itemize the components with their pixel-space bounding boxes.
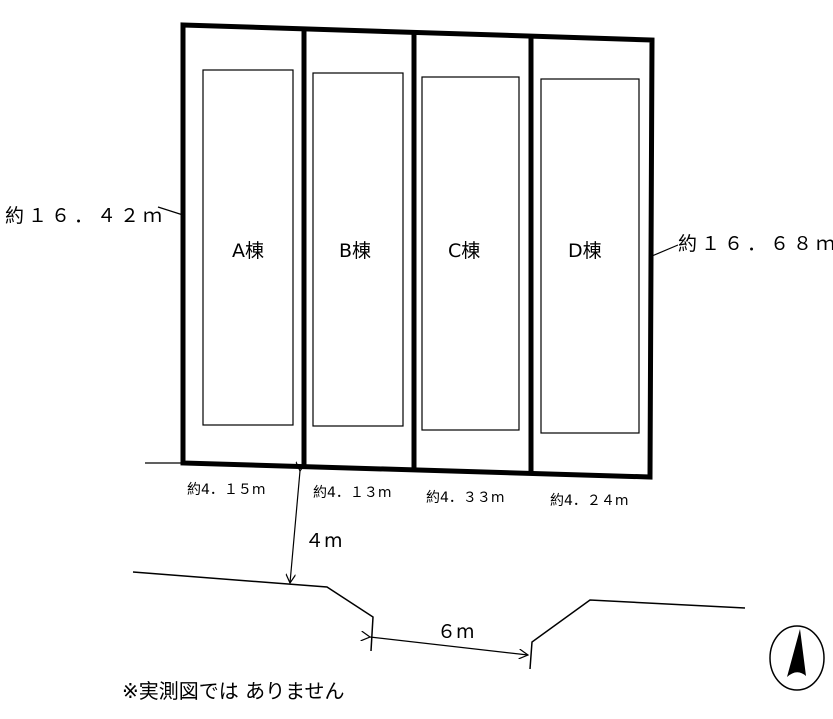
disclaimer-note: ※実測図では ありません [122, 679, 345, 703]
lot-boundary [180, 22, 655, 480]
setback-dimension [290, 471, 300, 583]
road-width-dimension [370, 637, 528, 655]
right-depth-label: 約１６．６８ｍ [678, 233, 833, 255]
building-d [540, 78, 640, 434]
north-arrow-icon [769, 625, 825, 691]
leader-line [651, 244, 679, 257]
frontage-label-b: 約4．１３m [313, 485, 392, 501]
building-b [312, 72, 404, 427]
building-label-d: D棟 [568, 240, 602, 262]
building-label-a: A棟 [232, 240, 264, 262]
road-edge-right [529, 599, 746, 670]
frontage-label-a: 約4．１５m [187, 482, 266, 498]
building-a [202, 69, 294, 426]
road-width-label: ６m [437, 621, 475, 643]
building-label-c: C棟 [448, 240, 480, 262]
leader-line [157, 206, 184, 216]
building-c [421, 76, 520, 431]
building-label-b: B棟 [339, 240, 371, 262]
road-edge-left [132, 571, 374, 652]
left-depth-label: 約１６．４２ｍ [5, 205, 166, 227]
setback-label: ４m [305, 530, 343, 552]
frontage-label-c: 約4．３３m [426, 490, 505, 506]
frontage-label-d: 約4．２４m [550, 493, 629, 509]
